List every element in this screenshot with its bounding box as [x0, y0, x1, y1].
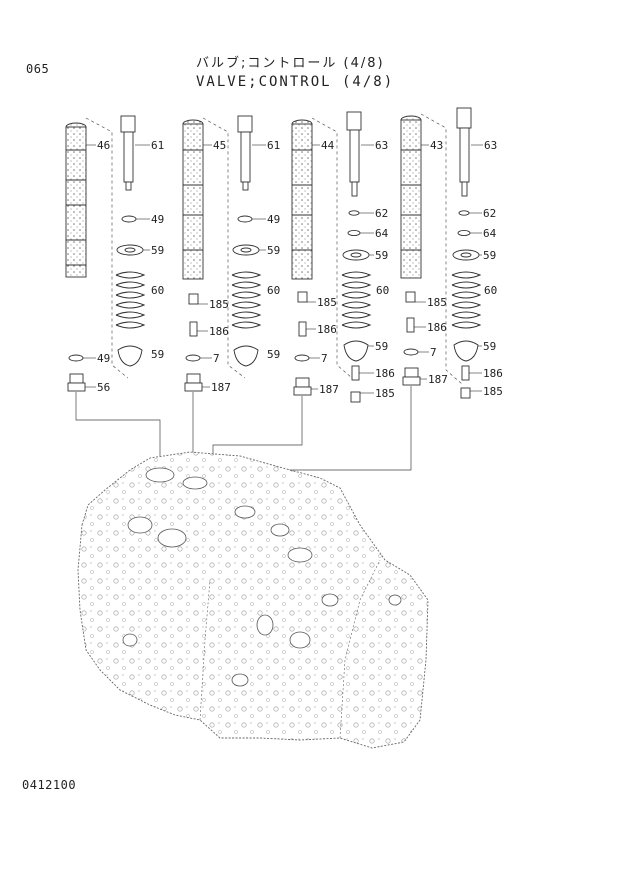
callout-49: 49	[267, 213, 280, 226]
callout-7: 7	[213, 352, 220, 365]
rod-61-b	[237, 115, 253, 191]
valve-body	[77, 451, 429, 749]
callout-60: 60	[151, 284, 164, 297]
callout-44: 44	[321, 139, 335, 152]
callout-59: 59	[375, 340, 388, 353]
callout-59: 59	[151, 348, 164, 361]
callout-61: 61	[267, 139, 280, 152]
title-japanese: バルブ;コントロール (4/8)	[196, 56, 385, 71]
callout-64: 64	[375, 227, 389, 240]
callout-labels: 46 61 45 61 44 63 43 63 49 49 62 64 62 6…	[97, 139, 503, 400]
rod-61-a	[120, 115, 136, 191]
callout-186: 186	[427, 321, 447, 334]
page-number: 065	[26, 62, 50, 76]
callout-56: 56	[97, 381, 110, 394]
callout-59: 59	[267, 348, 280, 361]
spool-43	[400, 115, 422, 279]
plugs-56-187	[67, 367, 421, 396]
callout-185: 185	[427, 296, 447, 309]
callout-63: 63	[484, 139, 497, 152]
callout-59: 59	[483, 249, 496, 262]
callout-186: 186	[317, 323, 337, 336]
callout-185: 185	[375, 387, 395, 400]
callout-187: 187	[428, 373, 448, 386]
callout-186: 186	[209, 325, 229, 338]
callout-59: 59	[375, 249, 388, 262]
callout-7: 7	[430, 346, 437, 359]
callout-60: 60	[267, 284, 280, 297]
callout-62: 62	[483, 207, 496, 220]
drawing-code: 0412100	[22, 778, 77, 792]
callout-leaders	[83, 144, 483, 390]
spool-46	[65, 122, 87, 278]
spring-seats-lower	[117, 340, 479, 367]
callout-49: 49	[151, 213, 164, 226]
callout-leaders-lower	[359, 345, 482, 394]
spool-44	[291, 119, 313, 280]
o-rings-upper	[121, 210, 471, 237]
rod-63-a	[346, 111, 362, 197]
assembly-guide-lines	[85, 113, 463, 385]
callout-63: 63	[375, 139, 388, 152]
callout-59: 59	[151, 244, 164, 257]
callout-186: 186	[483, 367, 503, 380]
springs-60	[115, 271, 482, 329]
callout-64: 64	[483, 227, 497, 240]
callout-186: 186	[375, 367, 395, 380]
callout-60: 60	[484, 284, 497, 297]
callout-49: 49	[97, 352, 110, 365]
callout-62: 62	[375, 207, 388, 220]
callout-7: 7	[321, 352, 328, 365]
callout-46: 46	[97, 139, 110, 152]
callout-59: 59	[483, 340, 496, 353]
callout-60: 60	[376, 284, 389, 297]
callout-59: 59	[267, 244, 280, 257]
spool-45	[182, 119, 204, 280]
callout-45: 45	[213, 139, 226, 152]
callout-187: 187	[319, 383, 339, 396]
callout-43: 43	[430, 139, 443, 152]
rod-63-b	[456, 107, 472, 197]
callout-185: 185	[317, 296, 337, 309]
title-english: VALVE;CONTROL (4/8)	[196, 74, 395, 90]
callout-185: 185	[483, 385, 503, 398]
callout-185: 185	[209, 298, 229, 311]
callout-61: 61	[151, 139, 164, 152]
o-rings-lower	[68, 348, 419, 362]
stoppers-185-186	[188, 291, 471, 403]
callout-187: 187	[211, 381, 231, 394]
